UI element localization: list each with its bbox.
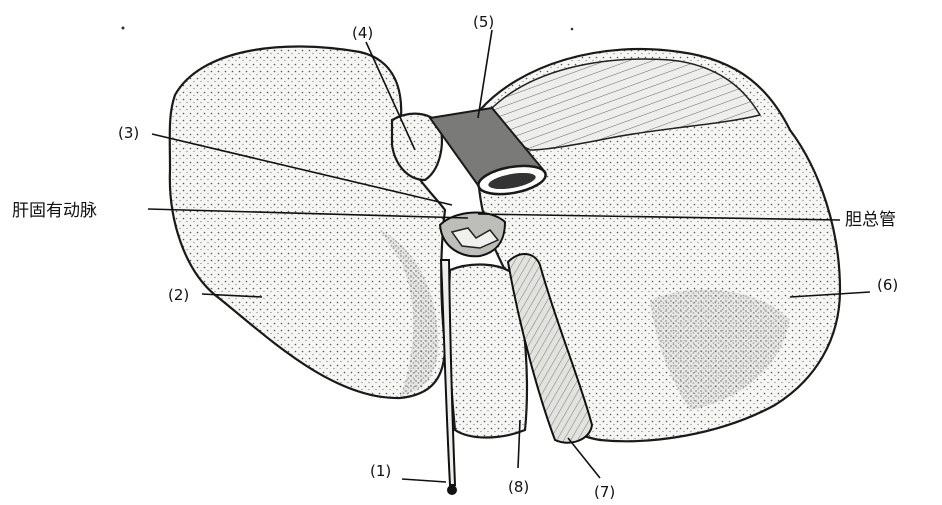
label-7: (7) — [594, 483, 615, 501]
leader-7 — [568, 438, 600, 478]
left-lobe — [170, 46, 445, 398]
label-3: (3) — [118, 124, 139, 142]
label-1: (1) — [370, 462, 391, 480]
label-8: (8) — [508, 478, 529, 496]
leader-1 — [402, 479, 446, 482]
label-4: (4) — [352, 24, 373, 42]
round-ligament-end — [447, 485, 457, 495]
label-2: (2) — [168, 286, 189, 304]
label-common-bile-duct: 胆总管 — [845, 210, 896, 230]
label-5: (5) — [473, 13, 494, 31]
label-proper-hepatic-artery: 肝固有动脉 — [12, 201, 97, 221]
label-6: (6) — [877, 276, 898, 294]
speck — [571, 28, 574, 31]
speck — [122, 27, 125, 30]
